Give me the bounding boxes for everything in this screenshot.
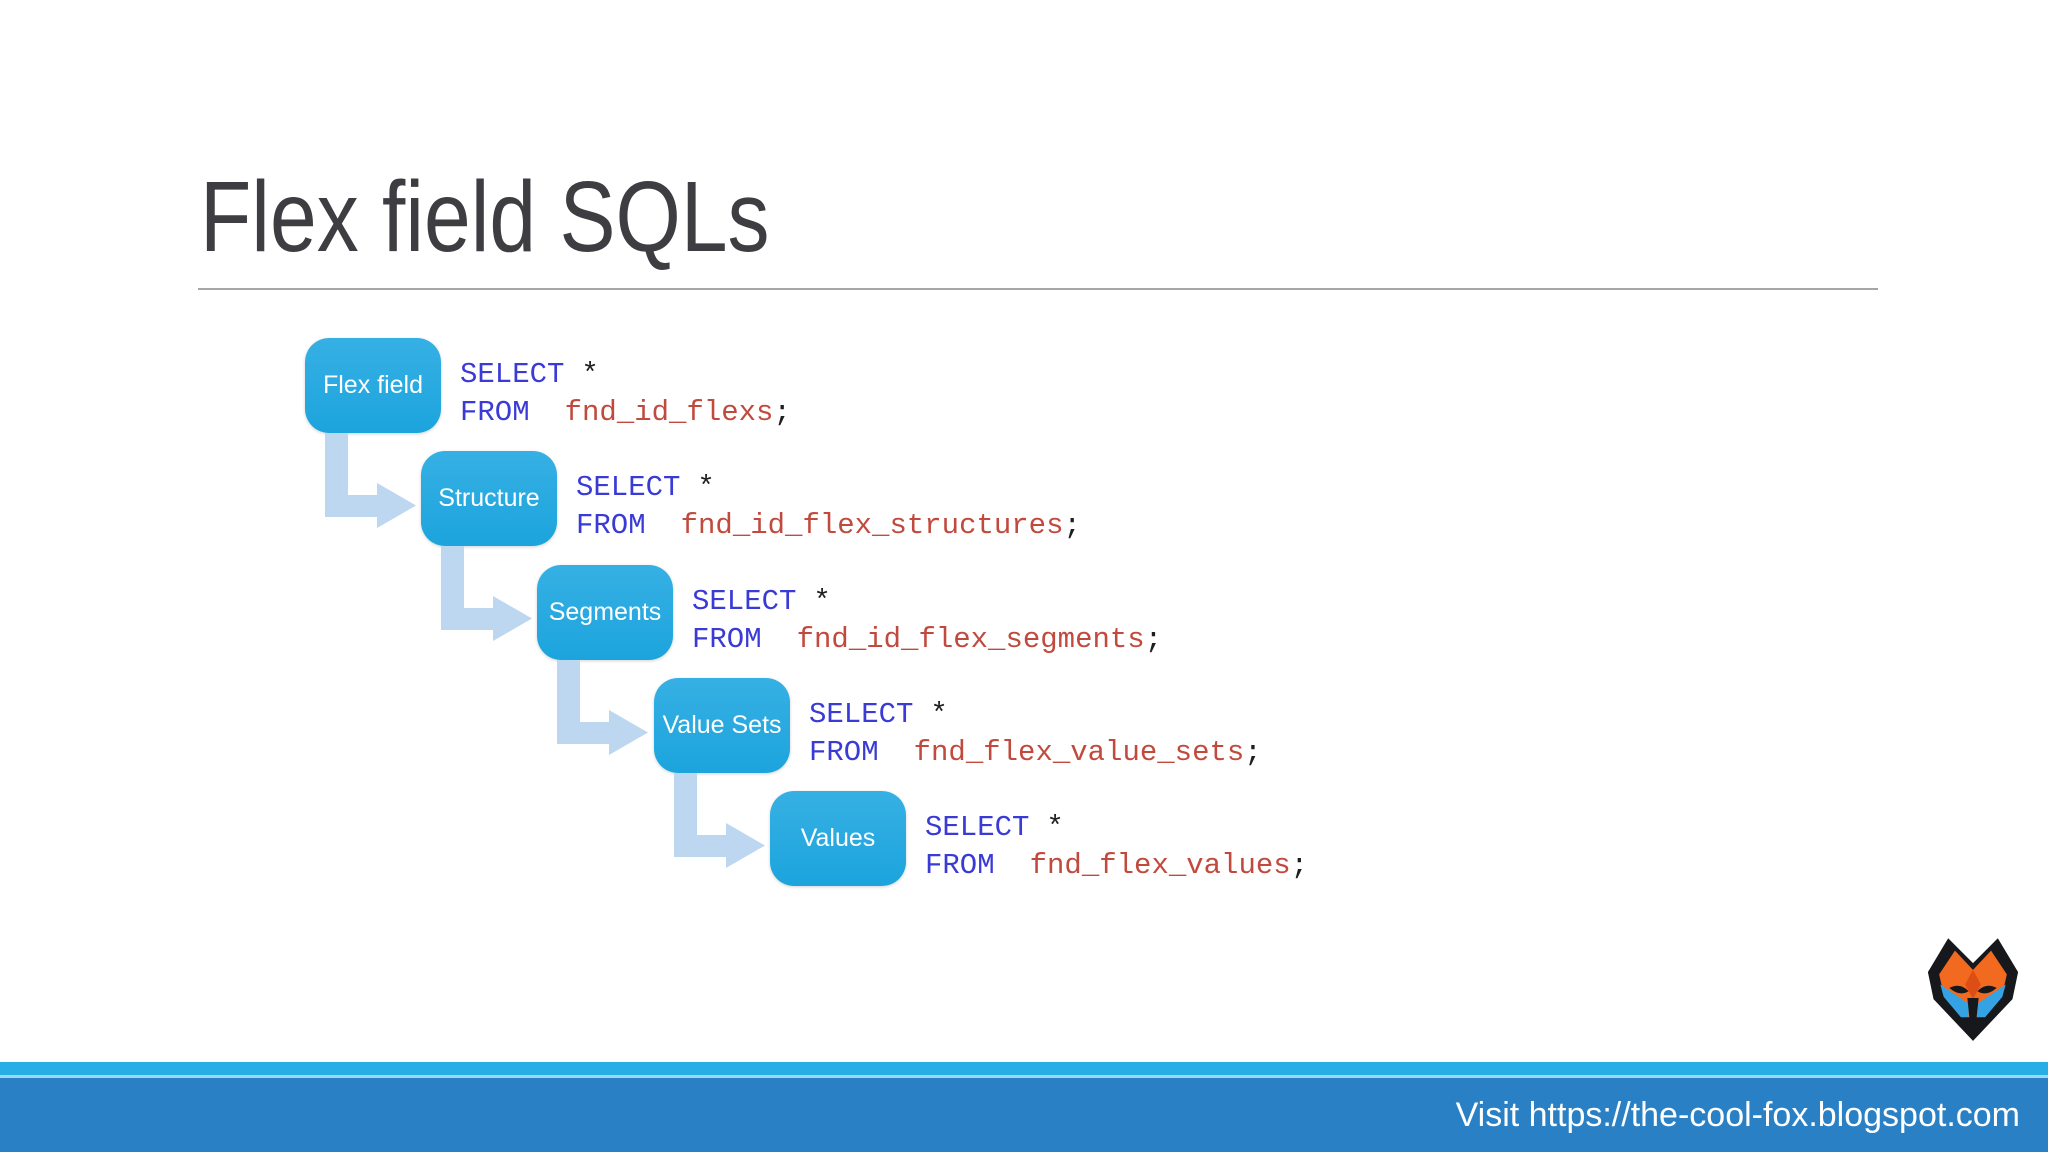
sql-snippet-values: SELECT * FROM fnd_flex_values; (925, 809, 1308, 885)
sql-table-name: fnd_id_flex_structures (680, 509, 1064, 542)
slide-title: Flex field SQLs (200, 161, 770, 273)
flow-box-label: Values (800, 824, 876, 852)
elbow-arrow-icon (557, 660, 648, 755)
sql-snippet-structure: SELECT * FROM fnd_id_flex_structures; (576, 469, 1081, 545)
elbow-arrow-icon (674, 773, 765, 868)
sql-keyword-select: SELECT (460, 358, 565, 391)
sql-star: * (1046, 811, 1064, 844)
sql-semicolon: ; (1144, 623, 1163, 656)
flow-box-structure: Structure (421, 451, 557, 546)
sql-semicolon: ; (773, 396, 791, 429)
flow-box-label: Flex field (322, 371, 424, 399)
sql-snippet-value-sets: SELECT * FROM fnd_flex_value_sets; (809, 696, 1262, 772)
fox-logo-icon (1927, 938, 2019, 1041)
sql-keyword-from: FROM (925, 849, 995, 882)
flow-box-label: Value Sets (662, 711, 782, 739)
sql-keyword-from: FROM (576, 509, 646, 542)
flow-box-flex-field: Flex field (305, 338, 441, 433)
sql-table-name: fnd_flex_value_sets (913, 736, 1245, 769)
sql-table-name: fnd_flex_values (1029, 849, 1291, 882)
sql-keyword-select: SELECT (576, 471, 681, 504)
footer-accent-strip (0, 1062, 2048, 1078)
flow-box-label: Structure (438, 484, 540, 512)
sql-star: * (930, 698, 948, 731)
flow-box-value-sets: Value Sets (654, 678, 790, 773)
footer-bar: Visit https://the-cool-fox.blogspot.com (0, 1062, 2048, 1152)
sql-table-name: fnd_id_flex_segments (796, 623, 1145, 656)
footer-url-text: Visit https://the-cool-fox.blogspot.com (1455, 1095, 2020, 1134)
sql-keyword-from: FROM (460, 396, 530, 429)
flow-box-values: Values (770, 791, 906, 886)
sql-semicolon: ; (1290, 849, 1309, 882)
sql-table-name: fnd_id_flexs (564, 396, 774, 429)
title-divider (198, 288, 1878, 290)
sql-keyword-from: FROM (809, 736, 879, 769)
sql-keyword-select: SELECT (925, 811, 1030, 844)
sql-keyword-select: SELECT (809, 698, 914, 731)
sql-snippet-segments: SELECT * FROM fnd_id_flex_segments; (692, 583, 1162, 659)
flow-box-label: Segments (548, 598, 662, 626)
elbow-arrow-icon (441, 546, 532, 641)
sql-keyword-select: SELECT (692, 585, 797, 618)
sql-star: * (697, 471, 715, 504)
footer-body: Visit https://the-cool-fox.blogspot.com (0, 1078, 2048, 1152)
sql-semicolon: ; (1244, 736, 1262, 769)
flow-box-segments: Segments (537, 565, 673, 660)
sql-star: * (813, 585, 831, 618)
sql-keyword-from: FROM (692, 623, 762, 656)
sql-semicolon: ; (1063, 509, 1081, 542)
elbow-arrow-icon (325, 433, 416, 528)
sql-star: * (581, 358, 599, 391)
sql-snippet-flex-field: SELECT * FROM fnd_id_flexs; (460, 356, 791, 432)
